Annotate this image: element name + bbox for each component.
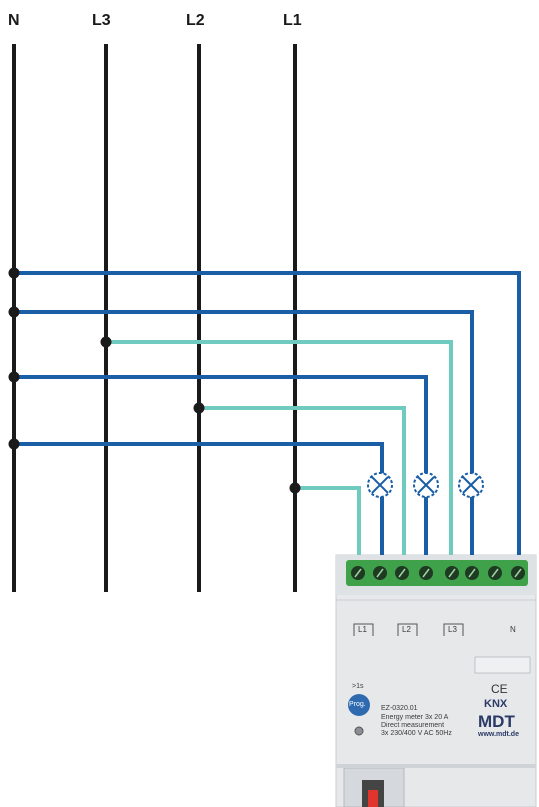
lamp-icon <box>367 472 393 498</box>
rail-label-l2: L2 <box>186 12 205 29</box>
brand-logo: MDT <box>478 712 515 731</box>
neutral-wires <box>14 271 521 555</box>
terminal-screws <box>351 566 525 580</box>
wire-l3 <box>106 340 453 555</box>
energy-meter-device <box>335 554 537 807</box>
bus-connector <box>368 790 378 807</box>
lamp-icon <box>458 472 484 498</box>
prog-hint: >1s <box>352 683 364 690</box>
rail-label-l1: L1 <box>283 12 302 29</box>
wire-n-load2 <box>14 375 428 555</box>
terminal-label-l3: L3 <box>448 625 457 634</box>
phase-wires <box>106 340 453 555</box>
terminal-block <box>346 560 528 586</box>
knx-logo: KNX <box>484 698 508 710</box>
wire-l2 <box>199 406 406 555</box>
prog-led <box>354 726 364 736</box>
terminal-markings <box>353 623 464 636</box>
terminal-label-n: N <box>510 625 516 634</box>
prog-button-label: Prog. <box>349 701 366 708</box>
junctions <box>8 267 301 494</box>
rail-label-n: N <box>8 12 20 29</box>
ce-mark: CE <box>491 682 508 696</box>
wire-l1 <box>295 486 361 555</box>
wire-n-terminal <box>14 271 521 555</box>
wire-n-load1 <box>14 442 384 555</box>
terminal-label-l2: L2 <box>402 625 411 634</box>
website: www.mdt.de <box>478 731 519 738</box>
prog-button[interactable] <box>348 694 370 716</box>
model-number: EZ-0320.01 <box>381 705 418 712</box>
terminal-label-l1: L1 <box>358 625 367 634</box>
lamp-icon <box>413 472 439 498</box>
rails <box>12 44 297 592</box>
rail-label-l3: L3 <box>92 12 111 29</box>
loads <box>367 472 484 498</box>
description-line-2: Direct measurement <box>381 722 445 729</box>
description-line-3: 3x 230/400 V AC 50Hz <box>381 730 452 737</box>
description-line-1: Energy meter 3x 20 A <box>381 714 449 721</box>
